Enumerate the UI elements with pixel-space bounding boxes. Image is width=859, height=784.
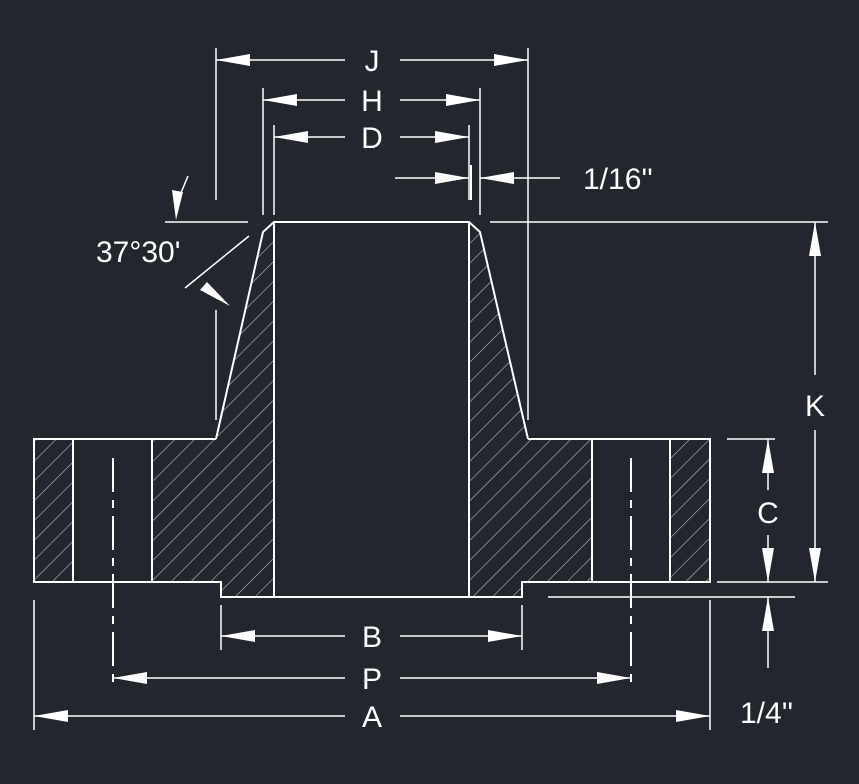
label-P: P [362, 663, 382, 696]
label-J: J [365, 45, 380, 78]
extension-lines [33, 48, 828, 730]
dimension-raised-face: 1/4'' [740, 597, 793, 730]
dimension-angle: 37°30' [96, 175, 230, 306]
dimension-H: H [263, 85, 480, 118]
label-D: D [361, 122, 383, 155]
flange-outline [33, 221, 711, 598]
dimension-C: C [757, 439, 779, 582]
label-K: K [805, 390, 825, 423]
dimension-B: B [221, 621, 522, 654]
label-gap: 1/16'' [583, 163, 653, 196]
label-H: H [361, 85, 383, 118]
label-raised-face: 1/4'' [740, 697, 793, 730]
label-angle: 37°30' [96, 236, 180, 269]
label-A: A [362, 701, 382, 734]
label-B: B [362, 621, 382, 654]
section-hatching [34, 222, 710, 597]
dimension-P: P [113, 663, 631, 696]
dimension-A: A [34, 701, 710, 734]
label-C: C [757, 497, 779, 530]
dimension-K: K [805, 222, 825, 582]
dimension-J: J [216, 45, 528, 78]
dimension-gap: 1/16'' [395, 163, 653, 200]
dimension-D: D [274, 122, 469, 155]
